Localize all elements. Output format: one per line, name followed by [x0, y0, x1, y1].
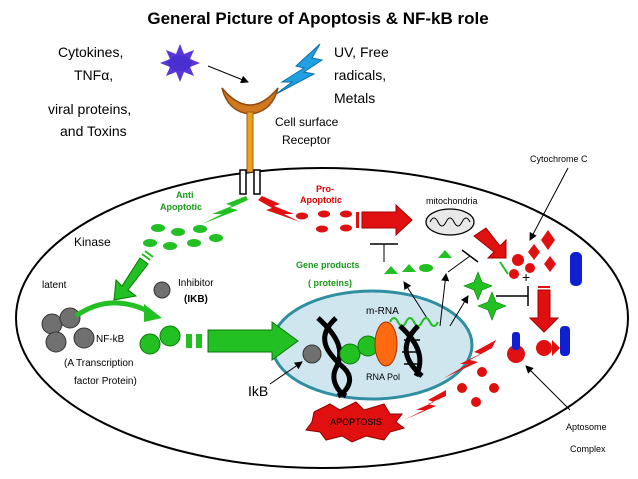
rna-polymerase-icon	[374, 321, 398, 367]
latent-nfkb-complex	[41, 307, 95, 353]
inhibitor-label-line1: Inhibitor	[178, 278, 214, 289]
diagram-title: General Picture of Apoptosis & NF-kB rol…	[147, 9, 488, 28]
receptor-stalk	[246, 111, 254, 173]
aptosome-label-line2: Complex	[570, 444, 606, 454]
uv-bolt-icon	[275, 43, 324, 95]
nucleus-out-arrow-3	[449, 295, 469, 327]
rna-pol-label: RNA Pol	[366, 372, 400, 382]
cytochrome-c-cluster	[509, 230, 556, 279]
stimuli-tnf: TNFα,	[74, 67, 113, 83]
kinase-arrow	[113, 257, 149, 301]
ikb-label: IkB	[248, 383, 268, 399]
anti-apoptotic-products	[143, 224, 223, 250]
pro-apoptotic-line1: Pro-	[316, 184, 334, 194]
stimuli-toxins: and Toxins	[60, 123, 127, 139]
aptosome-label-line1: Aptosome	[566, 422, 607, 432]
gene-products-line1: Gene products	[296, 260, 360, 270]
stimuli-viral: viral proteins,	[48, 101, 131, 117]
pro-to-mito-arrow	[361, 203, 413, 237]
stimuli-cytokines: Cytokines,	[58, 44, 123, 60]
apoptosis-burst-icon	[305, 401, 406, 443]
cytochrome-arrow	[529, 167, 569, 241]
dna-helix-icon	[316, 316, 424, 399]
nfkb-translocation-stripe-1	[186, 334, 192, 348]
mitochondria-label: mitochondria	[426, 196, 478, 206]
latent-label: latent	[42, 280, 67, 291]
ligand-arrow	[207, 65, 249, 84]
apoptosis-bolt-icon	[404, 390, 446, 420]
receptor-anchor-right	[253, 169, 261, 195]
anti-apoptotic-line1: Anti	[176, 190, 194, 200]
inhibitor-label-line2: (IKB)	[184, 294, 208, 305]
inhibitor-ikb-icon	[153, 281, 171, 299]
stimuli-metals: Metals	[334, 90, 375, 106]
apaf-down-arrow	[528, 289, 560, 333]
mrna-label: m-RNA	[366, 306, 399, 317]
apaf-blue-rod	[570, 252, 582, 286]
receptor-anchor-left	[239, 169, 247, 195]
cytochrome-label: Cytochrome C	[530, 154, 588, 164]
nuclear-ikb-icon	[302, 344, 322, 364]
aptosome-pointer	[525, 365, 571, 411]
receptor-label-line2: Receptor	[282, 133, 331, 147]
gene-product-triangles	[384, 250, 452, 274]
transcription-factor-line1: (A Transcription	[64, 358, 133, 369]
apoptosis-label: APOPTOSIS	[330, 417, 382, 427]
nfkb-translocation-arrow	[207, 321, 299, 361]
anti-bolt-icon	[202, 196, 248, 224]
kinase-label: Kinase	[74, 235, 111, 249]
nfkb-translocation-stripe-2	[196, 334, 202, 348]
mitochondria-icon	[425, 208, 475, 236]
ligand-star-icon	[160, 44, 200, 82]
stimuli-radicals: radicals,	[334, 67, 386, 83]
gene-products-line2: ( proteins)	[308, 278, 352, 288]
aptosome-icon	[507, 326, 570, 363]
pro-bolt-icon	[258, 196, 300, 222]
pro-apoptotic-line2: Apoptotic	[300, 195, 342, 205]
active-nfkb	[139, 325, 181, 355]
caspase-cascade	[457, 367, 499, 407]
nucleus-out-arrow-2	[439, 273, 450, 327]
nuclear-nfkb-a	[339, 343, 361, 365]
anti-apoptotic-line2: Apoptotic	[160, 202, 202, 212]
ikb-arrow	[269, 361, 303, 385]
receptor-cup-icon	[221, 87, 279, 115]
receptor-label-line1: Cell surface	[275, 115, 339, 129]
mito-to-cytochrome-arrow	[473, 227, 507, 259]
stimuli-uv: UV, Free	[334, 44, 389, 60]
cascade-bolt-icon	[444, 340, 496, 378]
nfkb-label: NF-kB	[96, 334, 125, 345]
mrna-strand	[389, 317, 439, 327]
gene-product-stars	[463, 261, 509, 321]
plus-sign: +	[522, 269, 530, 285]
pro-apoptotic-products	[296, 210, 352, 233]
transcription-factor-line2: factor Protein)	[74, 376, 137, 387]
activation-curve-arrow	[74, 300, 152, 319]
